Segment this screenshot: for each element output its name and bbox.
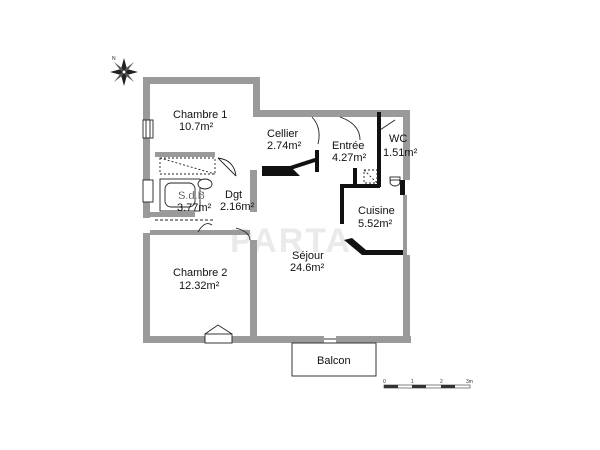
scale-tick-3: 3m: [466, 379, 473, 385]
label-cuisine-name: Cuisine: [358, 205, 395, 217]
label-chambre1-area: 10.7m²: [179, 121, 214, 133]
label-chambre2-area: 12.32m²: [179, 280, 220, 292]
svg-text:N: N: [112, 56, 116, 62]
scale-tick-1: 1: [411, 379, 414, 385]
label-cellier-name: Cellier: [267, 128, 299, 140]
label-wc-area: 1.51m²: [383, 147, 418, 159]
balcon-outline: [291, 342, 377, 377]
label-sdb-name: S.d.B: [178, 190, 205, 202]
room-labels: Chambre 1 10.7m² Cellier 2.74m² Entrée 4…: [173, 109, 418, 367]
label-sejour-area: 24.6m²: [290, 262, 325, 274]
label-balcon-name: Balcon: [317, 355, 351, 367]
scale-bar: 0 1 2 3m: [383, 379, 473, 389]
label-sdb-area: 3.77m²: [177, 202, 212, 214]
interior-walls: [262, 112, 405, 255]
label-wc-name: WC: [389, 133, 407, 145]
label-entree-name: Entrée: [332, 140, 364, 152]
label-chambre2-name: Chambre 2: [173, 267, 227, 279]
label-cellier-area: 2.74m²: [267, 140, 302, 152]
label-entree-area: 4.27m²: [332, 152, 367, 164]
scale-tick-2: 2: [440, 379, 443, 385]
scale-tick-0: 0: [383, 379, 386, 385]
label-dgt-area: 2.16m²: [220, 201, 255, 213]
doors-and-fixtures: [142, 116, 407, 344]
label-dgt-name: Dgt: [225, 189, 242, 201]
label-cuisine-area: 5.52m²: [358, 218, 393, 230]
label-sejour-name: Séjour: [292, 250, 324, 262]
label-chambre1-name: Chambre 1: [173, 109, 227, 121]
compass-icon: N: [110, 56, 138, 86]
